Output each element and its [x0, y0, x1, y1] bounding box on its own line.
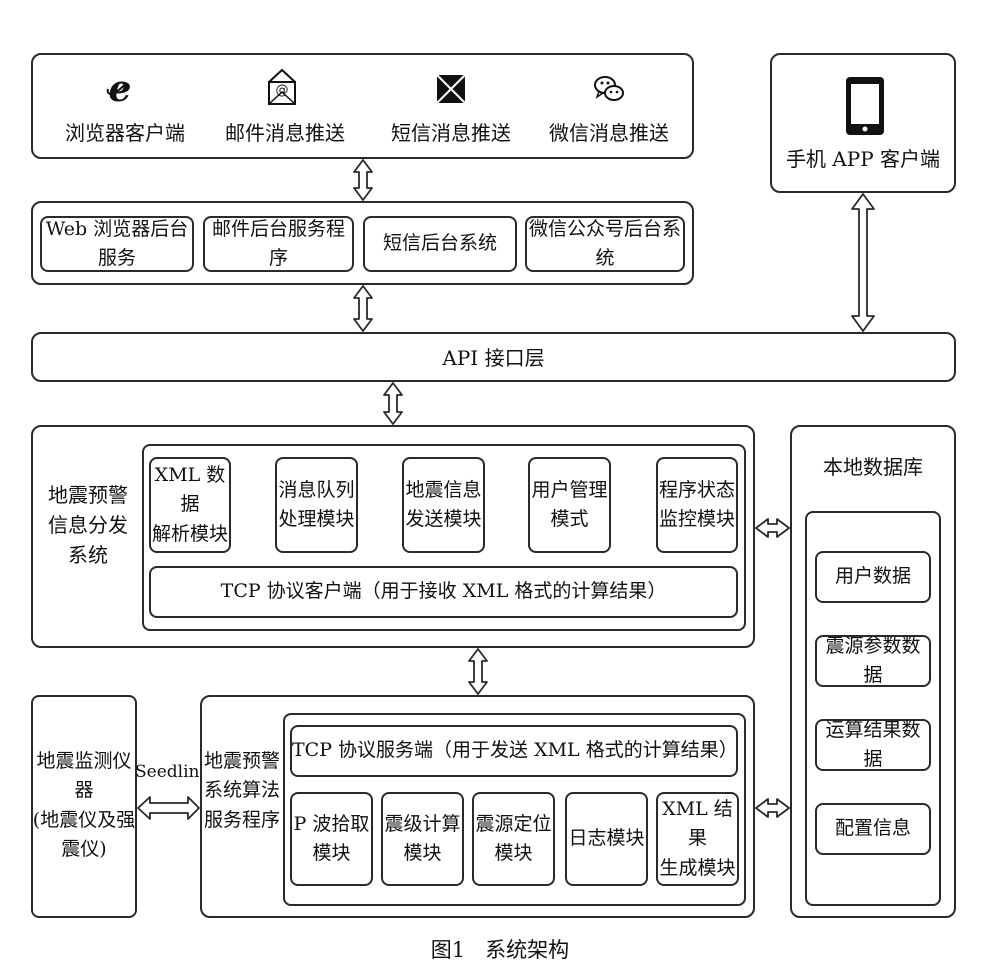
- arrow-mobile-api: [851, 193, 875, 332]
- module-user-management: 用户管理 模式: [528, 457, 611, 553]
- wechat-icon: [592, 72, 626, 106]
- email-icon: @: [266, 68, 298, 108]
- local-database-title: 本地数据库: [823, 455, 923, 479]
- mobile-app-label: 手机 APP 客户端: [785, 147, 941, 171]
- api-layer: [31, 332, 956, 382]
- figure-caption: 图1 系统架构: [430, 938, 570, 962]
- arrow-client-backend: [353, 159, 373, 201]
- arrow-backend-api: [353, 285, 373, 332]
- module-p-wave-pick: P 波拾取 模块: [290, 792, 373, 886]
- module-xml-result-gen: XML 结果 生成模块: [656, 792, 739, 886]
- arrow-distribution-database: [755, 518, 790, 538]
- sms-icon: [435, 72, 467, 106]
- seedlink-label: Seedlink: [135, 762, 210, 782]
- tcp-client: TCP 协议客户端（用于接收 XML 格式的计算结果）: [149, 566, 738, 618]
- backend-web-service: Web 浏览器后台服务: [40, 216, 194, 272]
- backend-email-service: 邮件后台服务程序: [203, 216, 354, 272]
- client-wechat-label: 微信消息推送: [549, 121, 669, 145]
- svg-text:@: @: [276, 83, 289, 98]
- db-config-info: 配置信息: [815, 803, 931, 855]
- module-eq-info-send: 地震信息 发送模块: [402, 457, 485, 553]
- tcp-server: TCP 协议服务端（用于发送 XML 格式的计算结果）: [290, 725, 738, 777]
- backend-wechat-system: 微信公众号后台系统: [525, 216, 685, 272]
- arrow-algorithm-database: [755, 798, 790, 818]
- arrow-api-distribution: [383, 382, 403, 425]
- algorithm-service-title: 地震预警 系统算法 服务程序: [203, 750, 280, 831]
- arrow-distribution-algorithm: [468, 648, 488, 695]
- module-source-location: 震源定位 模块: [472, 792, 555, 886]
- seismic-instrument-label: 地震监测仪器 (地震仪及强 震仪): [32, 750, 136, 861]
- api-layer-label: API 接口层: [442, 346, 545, 370]
- browser-icon: e: [104, 67, 136, 110]
- client-browser-label: 浏览器客户端: [65, 121, 185, 145]
- module-magnitude-calc: 震级计算 模块: [381, 792, 464, 886]
- db-user-data: 用户数据: [815, 551, 931, 603]
- client-email-label: 邮件消息推送: [225, 121, 345, 145]
- backend-sms-system: 短信后台系统: [363, 216, 517, 272]
- distribution-system-title: 地震预警 信息分发 系统: [48, 483, 128, 567]
- module-message-queue: 消息队列 处理模块: [275, 457, 358, 553]
- client-sms-label: 短信消息推送: [391, 121, 511, 145]
- module-log: 日志模块: [565, 792, 648, 886]
- module-xml-parse: XML 数据 解析模块: [149, 457, 231, 553]
- db-source-params: 震源参数数据: [815, 635, 931, 687]
- db-computation-results: 运算结果数据: [815, 719, 931, 771]
- module-status-monitor: 程序状态 监控模块: [656, 457, 738, 553]
- arrow-seedlink: [137, 796, 200, 820]
- seismic-instrument: [31, 695, 137, 918]
- tablet-icon: [844, 75, 886, 137]
- client-layer: [31, 53, 694, 159]
